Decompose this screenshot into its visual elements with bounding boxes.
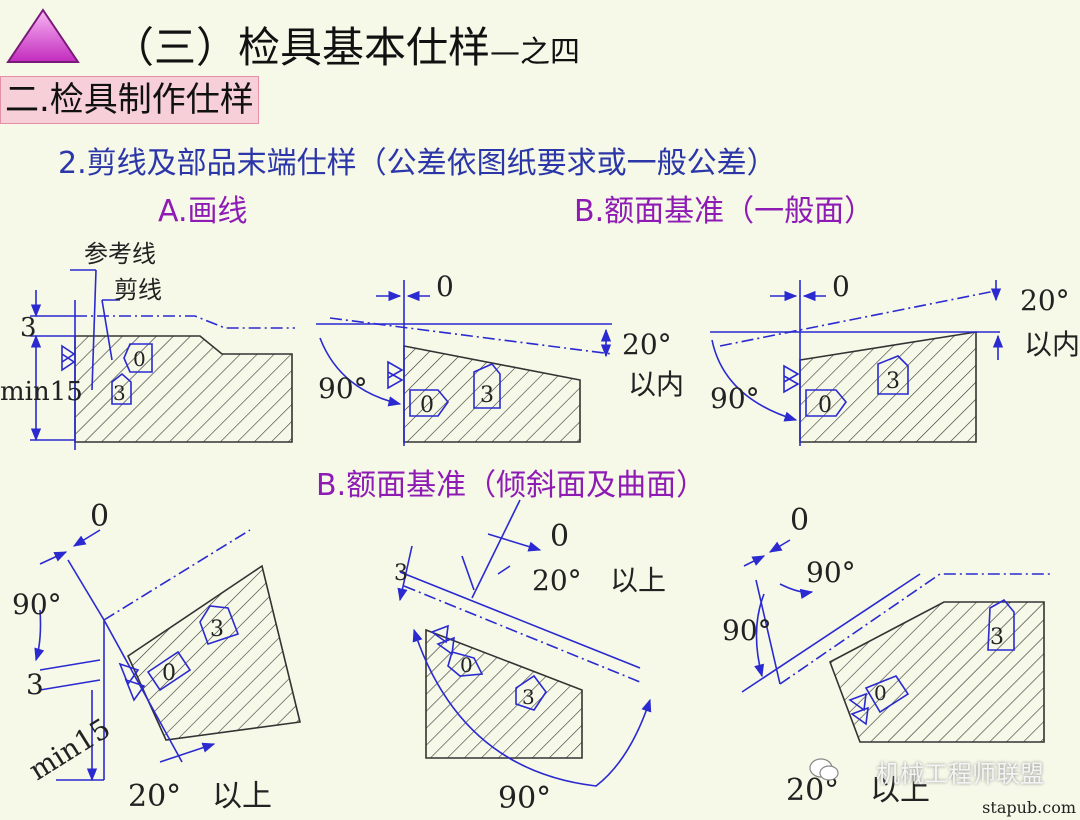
mark-0-s1: 0 — [162, 661, 176, 686]
mark-3-b2: 3 — [886, 369, 900, 394]
drawing-slope-b — [397, 499, 652, 787]
section-label: 二.检具制作仕样 — [0, 76, 259, 124]
dim-0-s3: 0 — [790, 503, 809, 538]
dim-20-b2: 20° — [1020, 284, 1070, 317]
dim-min15-s1: min15 — [23, 712, 116, 787]
site-watermark: stapub.com — [982, 798, 1076, 817]
wechat-icon — [809, 758, 839, 781]
mark-3: 3 — [113, 381, 126, 405]
drawing-slope-a — [34, 529, 301, 782]
dim-0-s1: 0 — [90, 499, 109, 534]
mark-0-b1: 0 — [420, 393, 434, 418]
triangle-bullet-icon — [6, 8, 80, 63]
dim-90b-s3: 90° — [722, 614, 772, 647]
mark-0-s3: 0 — [874, 681, 887, 705]
dim-20-b1: 20° — [622, 328, 672, 361]
page-title: （三）检具基本仕样—之四 — [112, 14, 580, 75]
mark-0-b2: 0 — [818, 393, 832, 418]
drawing-slope-c — [741, 539, 1050, 743]
dim-0-s2: 0 — [550, 519, 569, 554]
dim-90-s2: 90° — [498, 781, 551, 816]
mark-3-s1: 3 — [210, 617, 224, 642]
above-s3: 以上 — [870, 773, 930, 808]
subtitle: 2.剪线及部品末端仕样（公差依图纸要求或一般公差） — [58, 146, 777, 181]
watermark-text: 机械工程师联盟 — [876, 760, 1044, 788]
title-suffix: —之四 — [490, 35, 581, 70]
drawing-b-flat-a — [316, 280, 613, 446]
dim-90a-s3: 90° — [806, 556, 856, 589]
dim-90-s1: 90° — [12, 588, 62, 621]
above-s1: 以上 — [212, 779, 272, 814]
mark-0: 0 — [133, 347, 146, 371]
dim-min15: min15 — [0, 377, 83, 407]
dim-3-s2: 3 — [394, 561, 408, 586]
heading-b-slope-surface: B.额面基准（倾斜面及曲面） — [316, 468, 707, 503]
mark-3-b1: 3 — [480, 383, 494, 408]
mark-0-s2: 0 — [460, 653, 473, 677]
title-main: （三）检具基本仕样 — [112, 23, 491, 72]
heading-a-scribe-line: A.画线 — [158, 194, 248, 229]
label-trim-line: 剪线 — [114, 276, 162, 304]
drawing-a-scribe-line — [30, 269, 295, 450]
mark-3-s3: 3 — [990, 625, 1004, 650]
label-ref-line: 参考线 — [84, 240, 156, 268]
dim-3-s1: 3 — [26, 668, 44, 701]
dim-90-b2: 90° — [710, 382, 760, 415]
dim-90-b1: 90° — [318, 372, 368, 405]
within-b2: 以内 — [1024, 328, 1080, 361]
dim-20-s2: 20° — [532, 564, 582, 597]
drawing-b-flat-b — [710, 280, 1004, 446]
heading-b-flat-surface: B.额面基准（一般面） — [574, 194, 875, 229]
dim-20-s1: 20° — [128, 779, 181, 814]
dim-3: 3 — [20, 313, 37, 343]
dim-0-b2: 0 — [832, 270, 850, 303]
within-b1: 以内 — [628, 368, 684, 401]
dim-0-b1: 0 — [436, 270, 454, 303]
above-s2: 以上 — [610, 564, 666, 597]
mark-3-s2: 3 — [522, 685, 535, 709]
